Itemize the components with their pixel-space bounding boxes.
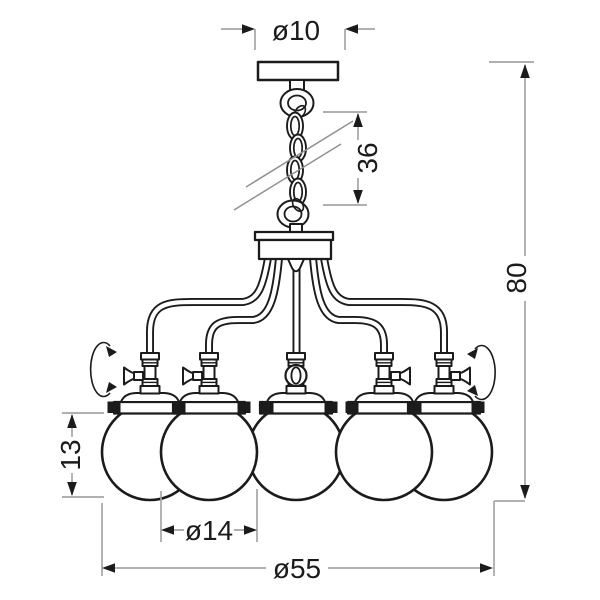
stem-flange-top xyxy=(140,352,160,361)
knob-connector xyxy=(133,371,144,381)
shade-cap xyxy=(120,392,180,403)
collar-rings xyxy=(107,400,485,415)
dim-arrow-down-icon xyxy=(520,485,530,499)
dim-arrow-left-icon xyxy=(102,563,115,573)
swivel-knob xyxy=(182,366,194,386)
rotation-arrowhead-icon xyxy=(467,348,478,359)
stem-flange-top xyxy=(199,352,219,361)
hub-finial xyxy=(287,258,305,273)
stem-neck xyxy=(143,365,157,380)
dim-label-shade-height: 13 xyxy=(55,439,86,470)
stem-flange-bottom xyxy=(198,385,220,395)
chandelier-arms xyxy=(146,257,448,357)
ring-clip xyxy=(345,401,359,413)
dim-label-shade-diameter: ø14 xyxy=(185,515,233,546)
rotation-arrow-left xyxy=(89,341,117,398)
dimension-canopy-diameter: ø10 xyxy=(221,15,375,50)
dim-arrow-up-icon xyxy=(353,113,363,127)
dimension-total-height: 80 xyxy=(489,61,534,576)
dimension-chain-length: 36 xyxy=(323,111,383,206)
globe-shade xyxy=(246,402,346,502)
dim-arrow-left-icon xyxy=(161,525,174,535)
chandelier-drawing xyxy=(89,60,496,502)
ring-clip xyxy=(260,401,274,413)
swivel-knob xyxy=(123,366,135,386)
central-hub xyxy=(253,223,335,273)
knob-connector xyxy=(450,371,461,381)
lamp-stems xyxy=(120,352,474,403)
stem-flange-top xyxy=(434,352,454,361)
globe-shade xyxy=(159,402,259,502)
ring-clip xyxy=(408,401,422,413)
dim-arrow-right-icon xyxy=(244,525,257,535)
rotation-arrowhead-icon xyxy=(106,346,117,357)
dim-arrow-down-icon xyxy=(67,482,77,496)
swivel-knob xyxy=(399,366,411,386)
ring-clip xyxy=(172,401,186,413)
dim-label-chain-length: 36 xyxy=(352,142,383,173)
stem-flange-bottom xyxy=(373,385,395,395)
dim-label-total-height: 80 xyxy=(501,262,532,293)
dim-label-total-width: ø55 xyxy=(273,553,321,584)
dimension-total-width: ø55 xyxy=(101,503,493,584)
dim-arrow-down-icon xyxy=(353,190,363,204)
rotation-arrowhead-icon xyxy=(467,385,478,396)
stem-neck xyxy=(437,365,451,380)
stem-neck xyxy=(202,365,216,380)
shade-cap xyxy=(354,392,414,403)
stem-neck xyxy=(377,365,391,380)
dim-arrow-up-icon xyxy=(67,414,77,428)
ring-clip xyxy=(107,401,121,413)
dim-label-canopy-diameter: ø10 xyxy=(272,15,320,46)
dim-arrow-right-icon xyxy=(242,24,255,34)
swivel-joint-inner xyxy=(290,366,302,385)
stem-flange-bottom xyxy=(433,385,455,395)
dim-arrow-left-icon xyxy=(345,24,358,34)
stem-flange-bottom xyxy=(285,385,307,395)
globe-shades xyxy=(100,402,494,502)
ring-clip xyxy=(471,401,485,413)
ring-clip xyxy=(324,401,338,413)
shade-cap xyxy=(266,392,326,403)
dim-arrow-right-icon xyxy=(480,563,493,573)
globe-shade xyxy=(334,402,434,502)
dimension-shade-diameter: ø14 xyxy=(160,489,258,546)
stem-flange-top xyxy=(286,352,306,361)
suspension-chain xyxy=(276,88,315,229)
break-lines xyxy=(233,120,354,211)
stem-flange-top xyxy=(374,352,394,361)
ring-clip xyxy=(237,401,251,413)
swivel-joint xyxy=(284,363,308,388)
swivel-knob xyxy=(459,366,471,386)
stem-flange-bottom xyxy=(139,385,161,395)
shade-cap xyxy=(179,392,239,403)
knob-connector xyxy=(192,371,203,381)
rotation-arrow-right xyxy=(467,344,496,401)
dim-arrow-up-icon xyxy=(520,64,530,78)
rotation-arrowhead-icon xyxy=(106,382,117,393)
knob-connector xyxy=(390,371,401,381)
dimension-shade-height: 13 xyxy=(55,412,104,498)
shade-cap xyxy=(414,392,474,403)
ceiling-canopy xyxy=(256,60,340,82)
